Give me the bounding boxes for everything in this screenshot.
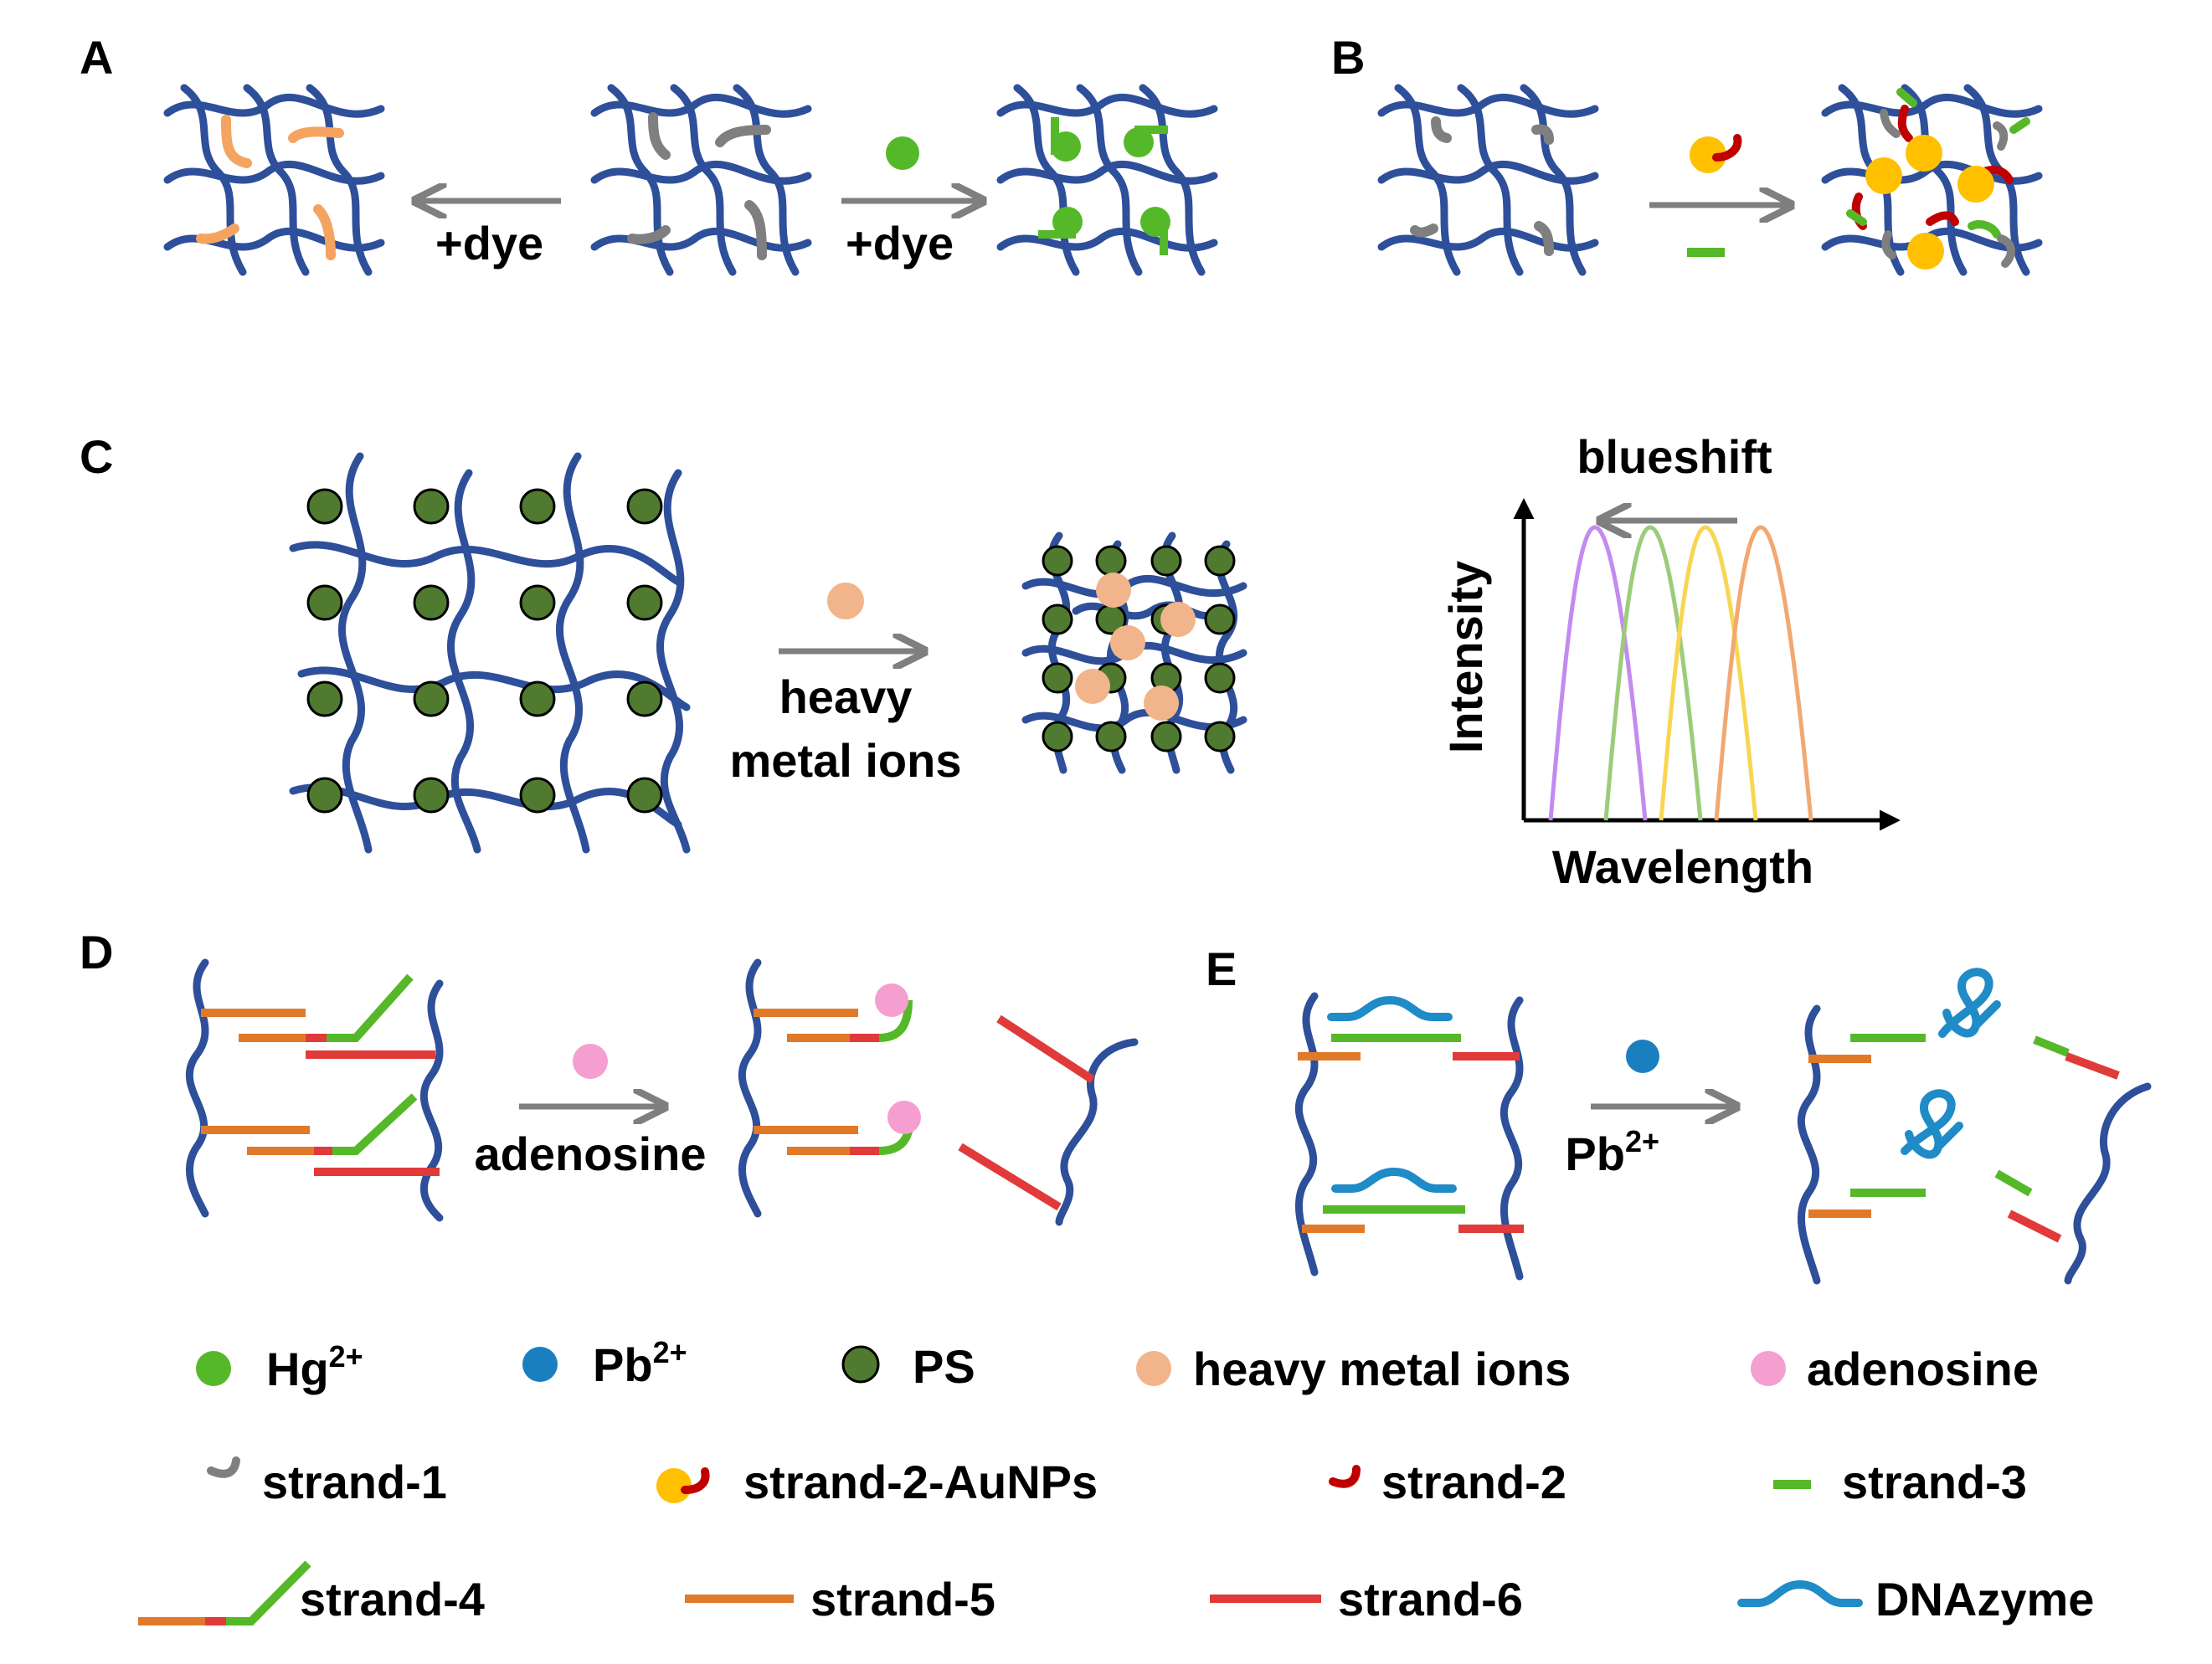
panel-d-arrow-label: adenosine: [475, 1127, 707, 1180]
legend-item-strand-4: strand-4: [138, 1560, 485, 1625]
dark-green-dot-icon: [841, 1345, 880, 1384]
svg-text:strand-4: strand-4: [300, 1573, 485, 1625]
legend-item-ps: PS: [841, 1340, 975, 1393]
blue-dot-icon: [522, 1347, 558, 1382]
peach-dot-icon: [1136, 1351, 1171, 1386]
legend-item-pb: Pb2+: [522, 1335, 687, 1391]
panel-c-label: C: [80, 430, 113, 483]
panel-a-label: A: [80, 31, 113, 84]
panel-c-right-network: [1021, 532, 1247, 774]
svg-text:strand-5: strand-5: [810, 1573, 995, 1625]
red-hook-on-particle-icon: [681, 1467, 710, 1494]
legend-item-strand-1: strand-1: [207, 1456, 447, 1508]
panel-e-arrow-label: Pb2+: [1565, 1124, 1659, 1180]
adenosine-icon: [573, 1044, 608, 1079]
panel-d-label: D: [80, 926, 113, 978]
cleaved-dnazyme-bottom: [1901, 1089, 1963, 1159]
blue-loop-icon: [1737, 1579, 1863, 1607]
panel-a-left-network: [167, 88, 381, 272]
green-dash-icon: [1773, 1480, 1811, 1489]
ps-grid: [306, 488, 663, 814]
legend-item-heavy-metal-ions: heavy metal ions: [1136, 1343, 1571, 1395]
panel-d-left: [185, 958, 444, 1222]
hg-bound-strands: [1038, 117, 1170, 255]
legend-item-strand-2: strand-2: [1329, 1456, 1566, 1508]
panel-d-right: [738, 958, 1139, 1226]
pb-ion-icon: [1626, 1040, 1659, 1073]
spectrum-curve-yellow: [1659, 525, 1758, 821]
svg-text:strand-2: strand-2: [1381, 1456, 1566, 1508]
legend-item-hg: Hg2+: [196, 1339, 363, 1395]
legend-item-adenosine: adenosine: [1751, 1343, 2039, 1395]
svg-text:Hg2+: Hg2+: [266, 1339, 363, 1395]
panel-e-label: E: [1206, 942, 1237, 995]
svg-text:adenosine: adenosine: [1807, 1343, 2039, 1395]
spectrum-ylabel: Intensity: [1439, 561, 1492, 753]
gold-particle-icon: [656, 1468, 692, 1503]
panel-c-spectrum: blueshift Wavelength Intensity: [1439, 430, 1901, 893]
legend: Hg2+ Pb2+ PS heavy metal ions adenosine …: [138, 1335, 2094, 1625]
hg-ion-icon: [886, 136, 919, 170]
panel-a-left-arrow-label: +dye: [435, 217, 543, 270]
dye-strands-orange: [196, 115, 344, 260]
legend-item-dnazyme: DNAzyme: [1737, 1573, 2094, 1625]
panel-b-left-network: [1381, 88, 1595, 272]
spectrum-curve-purple: [1548, 525, 1648, 821]
legend-item-strand-6: strand-6: [1210, 1573, 1523, 1625]
green-dot-icon: [196, 1351, 231, 1386]
strand-1-set: [627, 112, 771, 260]
svg-text:strand-6: strand-6: [1338, 1573, 1523, 1625]
strand-1-set-b: [1410, 116, 1554, 256]
svg-text:heavy metal ions: heavy metal ions: [1193, 1343, 1571, 1395]
panel-a-right-network: [1001, 88, 1214, 272]
strand-3-icon: [1687, 248, 1725, 257]
panel-e-right: [1797, 968, 2152, 1285]
legend-item-strand-3: strand-3: [1773, 1456, 2027, 1508]
aunp-icon: [1690, 136, 1726, 173]
svg-text:strand-3: strand-3: [1842, 1456, 2027, 1508]
panel-c-left-network: [289, 452, 691, 854]
panel-a-right-arrow-label: +dye: [846, 217, 954, 270]
spectrum-curve-green: [1603, 525, 1703, 821]
cleaved-dnazyme-top: [1938, 968, 2001, 1038]
legend-item-strand-2-aunps: strand-2-AuNPs: [656, 1456, 1098, 1508]
svg-text:DNAzyme: DNAzyme: [1875, 1573, 2094, 1625]
panel-b-label: B: [1331, 31, 1365, 84]
svg-text:strand-2-AuNPs: strand-2-AuNPs: [743, 1456, 1098, 1508]
spectrum-title: blueshift: [1577, 430, 1772, 483]
panel-c-arrow-label-line1: heavy: [779, 670, 913, 723]
gray-hook-icon: [207, 1456, 240, 1478]
spectrum-xlabel: Wavelength: [1552, 840, 1813, 893]
red-hook-icon: [1329, 1465, 1361, 1488]
svg-text:PS: PS: [913, 1340, 975, 1393]
panel-b-right-network: [1825, 88, 2039, 272]
panel-e-left: [1294, 992, 1524, 1281]
panel-a-center-network: [594, 88, 808, 272]
ps-grid-compact: [1042, 545, 1236, 752]
strand-2-on-aunp-icon: [1712, 134, 1742, 162]
panel-c-arrow-label-line2: metal ions: [730, 734, 962, 787]
aunp-assembly: [1846, 88, 2030, 270]
heavy-metal-ions-bound: [1075, 573, 1196, 721]
svg-text:Pb2+: Pb2+: [593, 1335, 687, 1391]
svg-text:strand-1: strand-1: [262, 1456, 447, 1508]
legend-item-strand-5: strand-5: [685, 1573, 995, 1625]
spectrum-curve-orange: [1714, 525, 1813, 821]
heavy-metal-ion-icon: [827, 583, 864, 619]
green-segment-icon: [226, 1560, 311, 1625]
pink-dot-icon: [1751, 1351, 1786, 1386]
